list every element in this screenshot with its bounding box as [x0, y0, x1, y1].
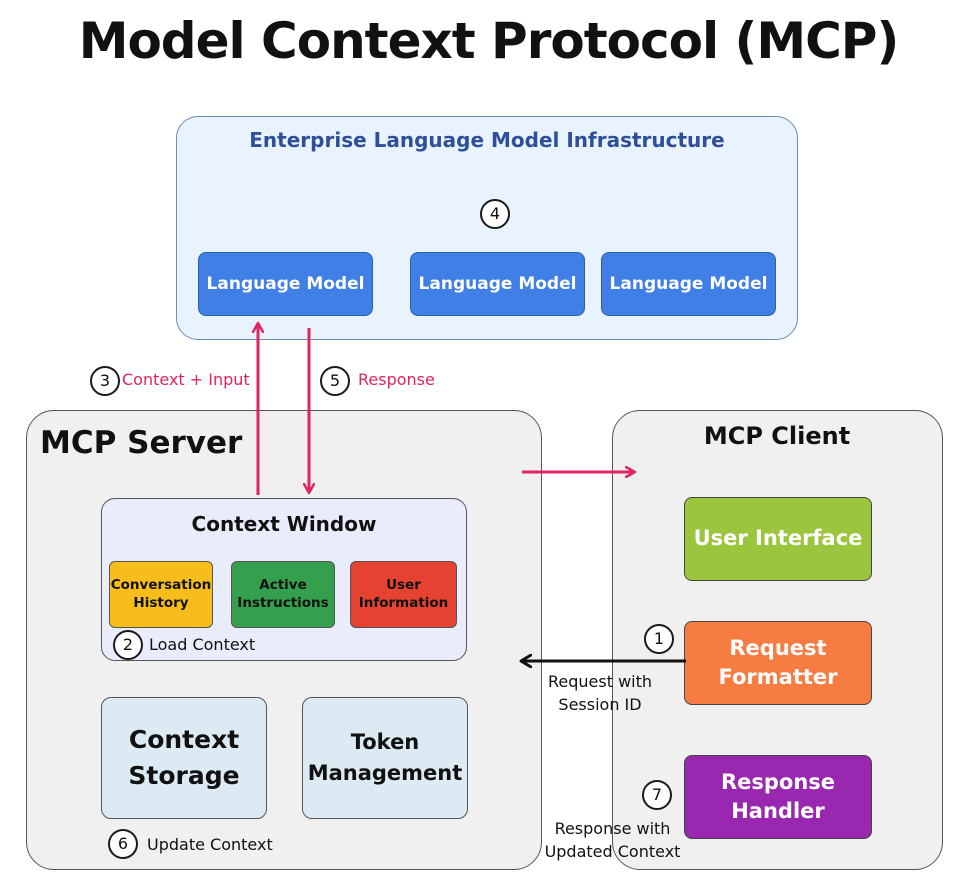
step-7-badge: 7 — [642, 780, 672, 810]
language-model-1[interactable]: Language Model — [198, 252, 373, 316]
mcp-server-title: MCP Server — [40, 425, 243, 461]
request-with-session-line2: Session ID — [558, 695, 642, 715]
update-context-label: Update Context — [147, 835, 273, 854]
response-handler-line2: Handler — [731, 799, 825, 823]
step-4-badge: 4 — [480, 199, 510, 229]
page-title: Model Context Protocol (MCP) — [78, 12, 900, 70]
token-management-line2: Management — [307, 761, 463, 785]
response-label: Response — [358, 370, 435, 389]
step-3-badge: 3 — [90, 366, 120, 396]
request-with-session-label: Request with Session ID — [535, 670, 665, 716]
request-with-session-line1: Request with — [547, 672, 653, 691]
step-2-badge: 2 — [113, 630, 143, 660]
request-formatter-line2: Formatter — [718, 665, 838, 689]
active-instructions-line2: Instructions — [237, 594, 329, 611]
conversation-history-line2: History — [133, 594, 189, 611]
request-formatter-line1: Request — [729, 635, 827, 660]
step-5-badge: 5 — [320, 366, 350, 396]
user-interface-box[interactable]: User Interface — [684, 497, 872, 581]
language-model-3[interactable]: Language Model — [601, 252, 776, 316]
conversation-history-line1: Conversation — [110, 576, 212, 593]
load-context-label: Load Context — [149, 635, 256, 654]
context-storage-line2: Storage — [128, 761, 240, 790]
llm-infrastructure-title: Enterprise Language Model Infrastructure — [249, 128, 725, 152]
mcp-client-title: MCP Client — [703, 422, 851, 450]
active-instructions-line1: Active — [259, 576, 307, 593]
context-window-title: Context Window — [191, 512, 377, 536]
response-with-context-label: Response with Updated Context — [540, 817, 685, 863]
token-management-line1: Token — [350, 729, 420, 754]
step-6-badge: 6 — [108, 829, 138, 859]
response-with-context-line2: Updated Context — [544, 842, 681, 862]
context-input-label: Context + Input — [122, 370, 250, 389]
language-model-2[interactable]: Language Model — [410, 252, 585, 316]
response-handler-line1: Response — [720, 769, 836, 794]
user-information-line2: Information — [358, 594, 449, 611]
response-with-context-line1: Response with — [554, 819, 671, 838]
step-1-badge: 1 — [644, 624, 674, 654]
context-storage-line1: Context — [128, 724, 240, 754]
user-information-line1: User — [386, 576, 421, 593]
